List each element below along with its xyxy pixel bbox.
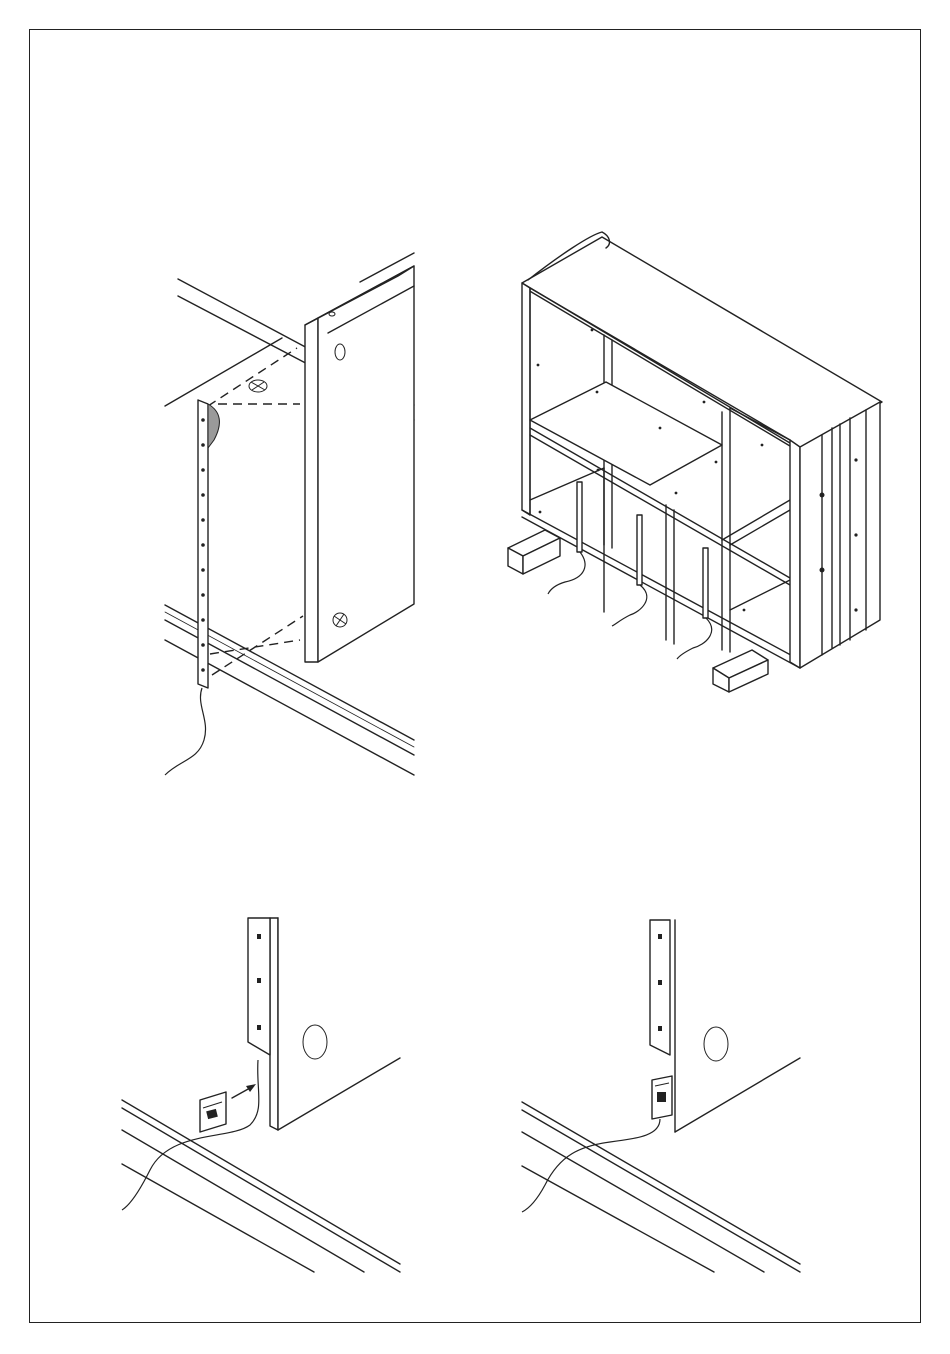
power-cord-icon — [122, 1060, 259, 1210]
middle-shelf — [530, 382, 722, 485]
insert-arrow-icon — [232, 1084, 256, 1098]
led-strip-2 — [612, 515, 647, 626]
figure-4-switch-mounted — [522, 920, 800, 1272]
guide-dashes-bottom — [210, 616, 303, 675]
figure-2-cabinet-overview — [508, 232, 882, 692]
cam-hole-icon — [704, 1027, 728, 1061]
divider-panel — [305, 266, 414, 662]
power-cord-icon — [522, 1119, 660, 1212]
figure-3-switch-insertion — [122, 918, 400, 1272]
support-block-right — [713, 650, 768, 692]
shelf-cam-lock-icon — [249, 380, 267, 392]
mounted-switch-icon — [652, 1076, 672, 1119]
guide-dashes-top — [208, 348, 300, 406]
support-block-left — [508, 530, 560, 574]
rocker-switch-icon — [200, 1092, 226, 1132]
adhesive-backing-icon — [208, 404, 219, 448]
led-strip-icon — [198, 400, 219, 688]
cabinet-left-side — [522, 283, 530, 515]
led-strip-icon — [650, 920, 670, 1055]
power-cord-icon — [165, 688, 206, 775]
figure-1-led-strip-attach — [165, 253, 414, 775]
